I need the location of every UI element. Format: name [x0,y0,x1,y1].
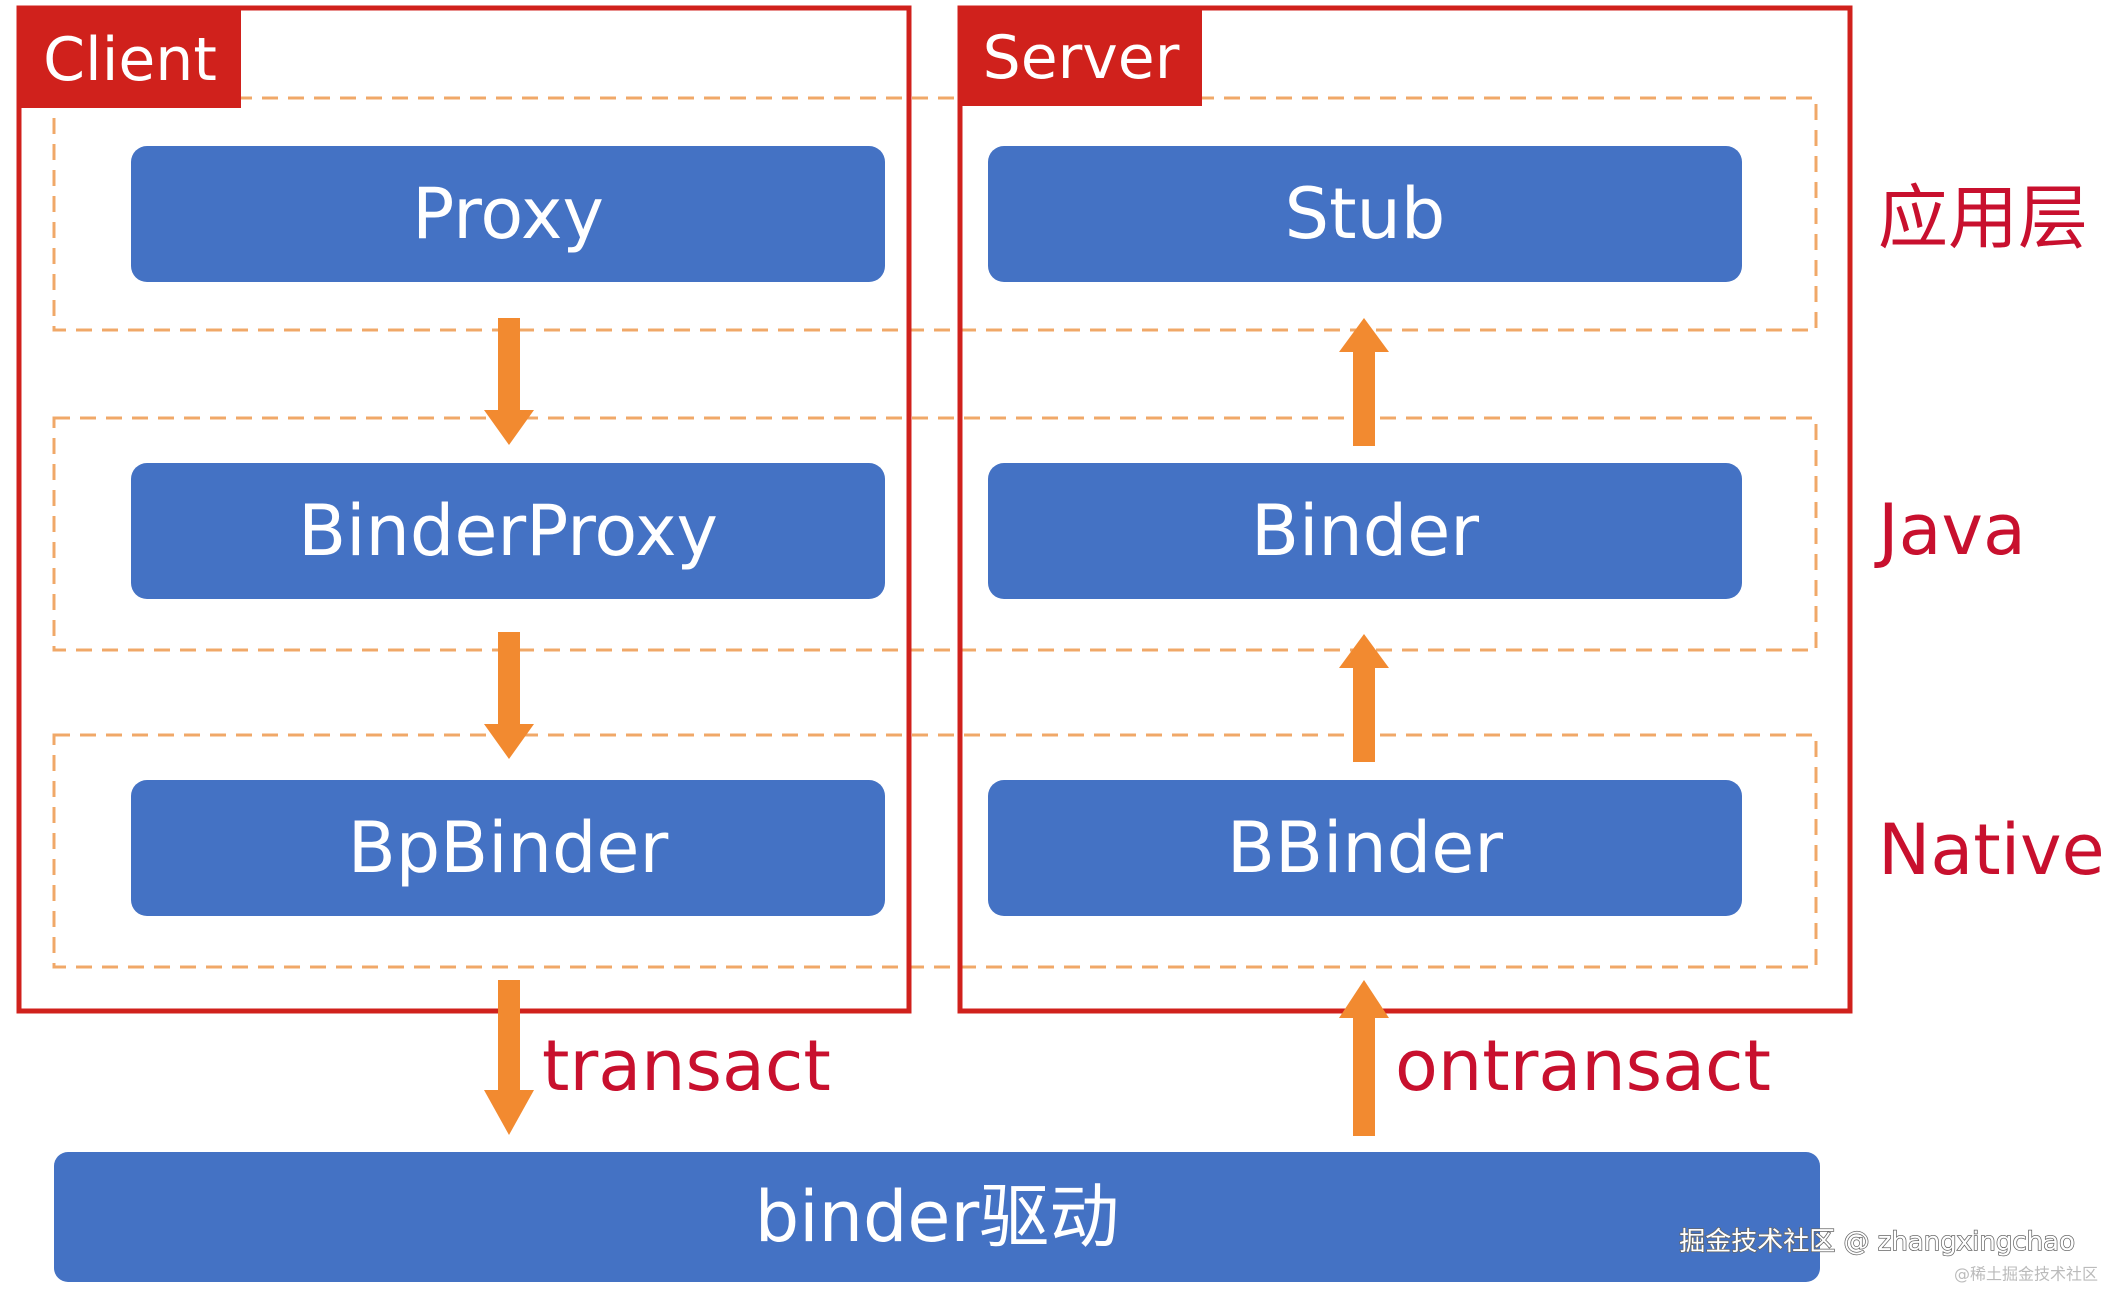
native-layer-band [52,733,1818,969]
arrow-ontransact-up [1339,980,1389,1136]
binder-proxy-label: BinderProxy [298,490,718,572]
arrow-binder-to-stub [1339,318,1389,446]
java-layer-band [52,416,1818,652]
layer-label-app: 应用层 [1878,177,2088,259]
server-frame [957,5,1853,1014]
binder-box [988,463,1742,599]
layer-label-java: Java [1874,489,2026,571]
ontransact-label: ontransact [1395,1025,1771,1107]
proxy-label: Proxy [412,173,604,255]
stub-label: Stub [1285,173,1446,255]
arrow-binderproxy-to-bpbinder [484,632,534,759]
watermark-small: @稀土掘金技术社区 [1954,1265,2098,1284]
client-header [19,8,241,108]
binder-label: Binder [1251,490,1479,572]
bbinder-label: BBinder [1227,807,1503,889]
stub-box [988,146,1742,282]
server-header [960,8,1202,106]
server-title: Server [983,23,1180,93]
binder-driver-box [54,1152,1820,1282]
bbinder-box [988,780,1742,916]
bp-binder-box [131,780,885,916]
binder-proxy-box [131,463,885,599]
client-title: Client [43,25,217,95]
transact-label: transact [542,1025,831,1107]
layer-label-native: Native [1878,809,2104,891]
client-frame [16,5,912,1014]
arrow-proxy-to-binderproxy [484,318,534,445]
bp-binder-label: BpBinder [348,807,669,889]
app-layer-band [52,96,1818,332]
proxy-box [131,146,885,282]
binder-driver-label: binder驱动 [755,1176,1120,1258]
watermark-main: 掘金技术社区 @ zhangxingchao [1679,1227,2075,1257]
arrow-bbinder-to-binder [1339,634,1389,762]
arrow-transact-down [484,980,534,1135]
